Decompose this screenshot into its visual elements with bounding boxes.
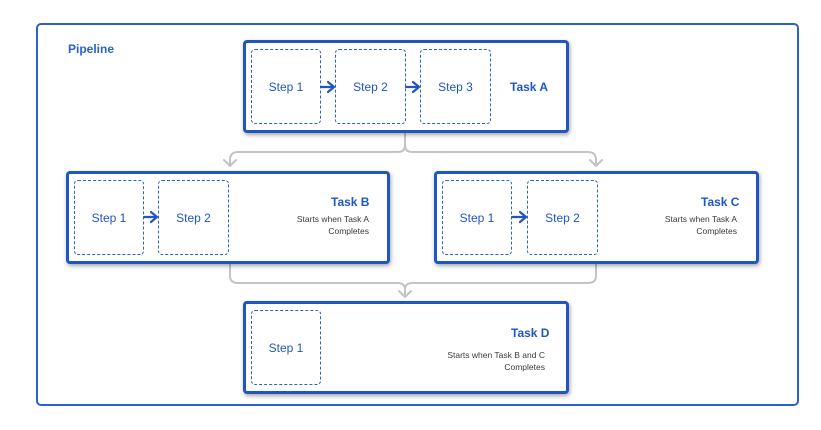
task-c-title: Task C (701, 195, 740, 209)
task-d-subtitle-line-1: Starts when Task B and C (447, 350, 545, 360)
task-c-subtitle: Starts when Task A Completes (665, 213, 737, 237)
task-d-subtitle: Starts when Task B and C Completes (447, 349, 545, 373)
arrow-right-icon (404, 80, 421, 94)
task-a-step-1[interactable]: Step 1 (251, 49, 321, 124)
task-b-title: Task B (331, 195, 370, 209)
task-c-subtitle-line-1: Starts when Task A (664, 214, 737, 224)
arrowhead-to-c (589, 159, 603, 167)
arrow-right-icon (510, 210, 528, 224)
connector-c-to-d (404, 264, 597, 291)
task-a-title: Task A (510, 80, 549, 94)
task-b-step-1[interactable]: Step 1 (74, 180, 144, 255)
pipeline-frame (36, 23, 799, 406)
arrowhead-to-b (223, 159, 237, 167)
task-a-step-2[interactable]: Step 2 (335, 49, 406, 124)
task-a-step-3[interactable]: Step 3 (420, 49, 491, 124)
pipeline-label: Pipeline (68, 42, 115, 56)
task-d-title: Task D (511, 326, 550, 340)
task-b-subtitle: Starts when Task A Completes (297, 213, 369, 237)
task-c-step-1[interactable]: Step 1 (442, 180, 512, 255)
task-c-step-2[interactable]: Step 2 (527, 180, 598, 255)
task-d-subtitle-line-2: Completes (504, 362, 545, 372)
task-d-step-1[interactable]: Step 1 (251, 310, 321, 385)
connector-a-to-c (404, 144, 597, 166)
task-b-subtitle-line-2: Completes (328, 226, 369, 236)
arrowhead-to-d (398, 290, 412, 298)
task-c-subtitle-line-2: Completes (696, 226, 737, 236)
task-b-subtitle-line-1: Starts when Task A (296, 214, 369, 224)
arrow-right-icon (319, 80, 336, 94)
arrow-right-icon (142, 210, 159, 224)
task-b-step-2[interactable]: Step 2 (158, 180, 229, 255)
